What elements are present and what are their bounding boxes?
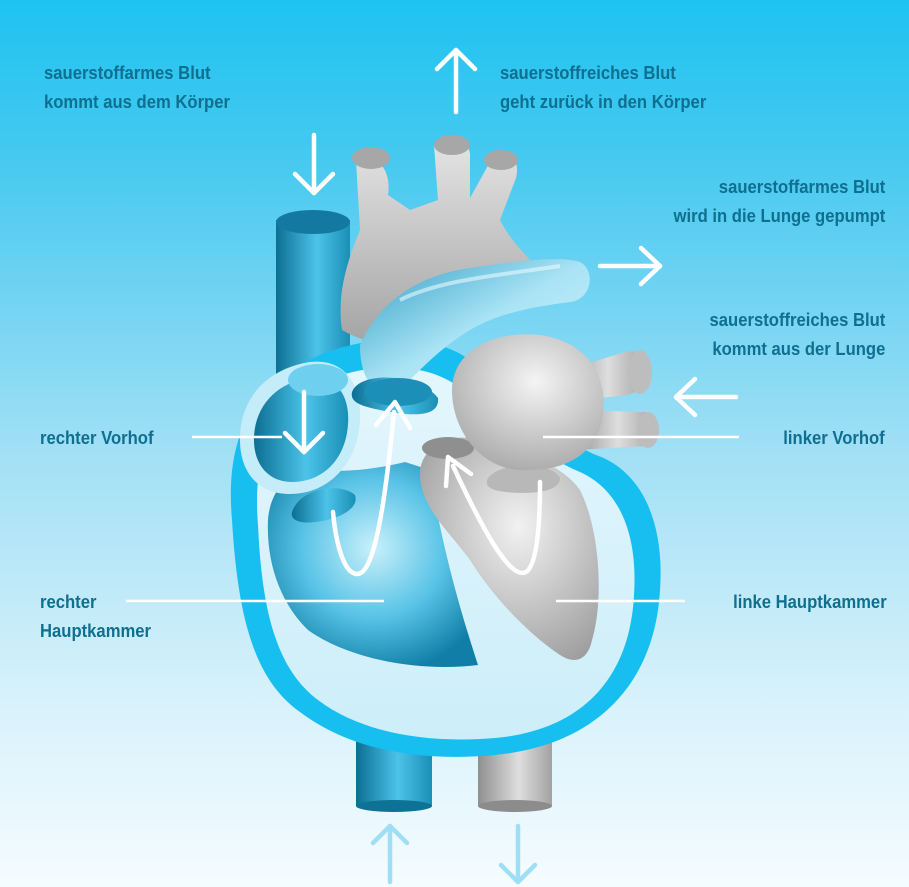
label-oxygenated-to-body: sauerstoffreiches Blut geht zurück in de… [500,58,706,116]
vena-cava-opening [356,800,432,812]
label-oxygenated-from-lung: sauerstoffreiches Blut kommt aus der Lun… [709,305,885,363]
label-line: geht zurück in den Körper [500,87,706,116]
carotid-artery-opening [434,135,470,155]
label-right-ventricle: rechter Hauptkammer [40,587,151,645]
brachiocephalic-artery-opening [352,147,390,169]
upper-pulmonary-vein-opening [628,350,652,394]
arrow-up-aorta-out-icon [437,50,475,112]
label-line: sauerstoffreiches Blut [709,305,885,334]
aorta-opening [478,800,552,812]
label-left-ventricle: linke Hauptkammer [733,587,887,616]
label-line: sauerstoffarmes Blut [44,58,230,87]
arrow-up-vena-cava-bottom-icon [373,826,407,882]
label-line: kommt aus der Lunge [709,334,885,363]
label-left-atrium: linker Vorhof [784,423,885,452]
label-line: rechter [40,587,151,616]
label-line: Hauptkammer [40,616,151,645]
arrow-left-from-lung-icon [676,379,736,415]
label-line: sauerstoffreiches Blut [500,58,706,87]
label-line: wird in die Lunge gepumpt [673,201,885,230]
label-deoxygenated-from-body: sauerstoffarmes Blut kommt aus dem Körpe… [44,58,230,116]
arrow-right-to-lung-icon [600,248,660,284]
superior-vena-cava-opening [276,210,350,234]
label-line: linker Vorhof [784,423,885,452]
arrow-down-vena-cava-in-icon [295,135,333,193]
label-line: linke Hauptkammer [733,587,887,616]
label-line: kommt aus dem Körper [44,87,230,116]
lower-pulmonary-vein-opening [637,412,659,448]
vena-cava-inlet [288,364,348,396]
subclavian-artery-opening [484,150,518,170]
arrow-down-aorta-bottom-icon [501,826,535,882]
label-line: sauerstoffarmes Blut [673,172,885,201]
label-line: rechter Vorhof [40,423,153,452]
pulmonary-valve-opening [364,378,432,406]
label-deoxygenated-to-lung: sauerstoffarmes Blut wird in die Lunge g… [673,172,885,230]
label-right-atrium: rechter Vorhof [40,423,153,452]
